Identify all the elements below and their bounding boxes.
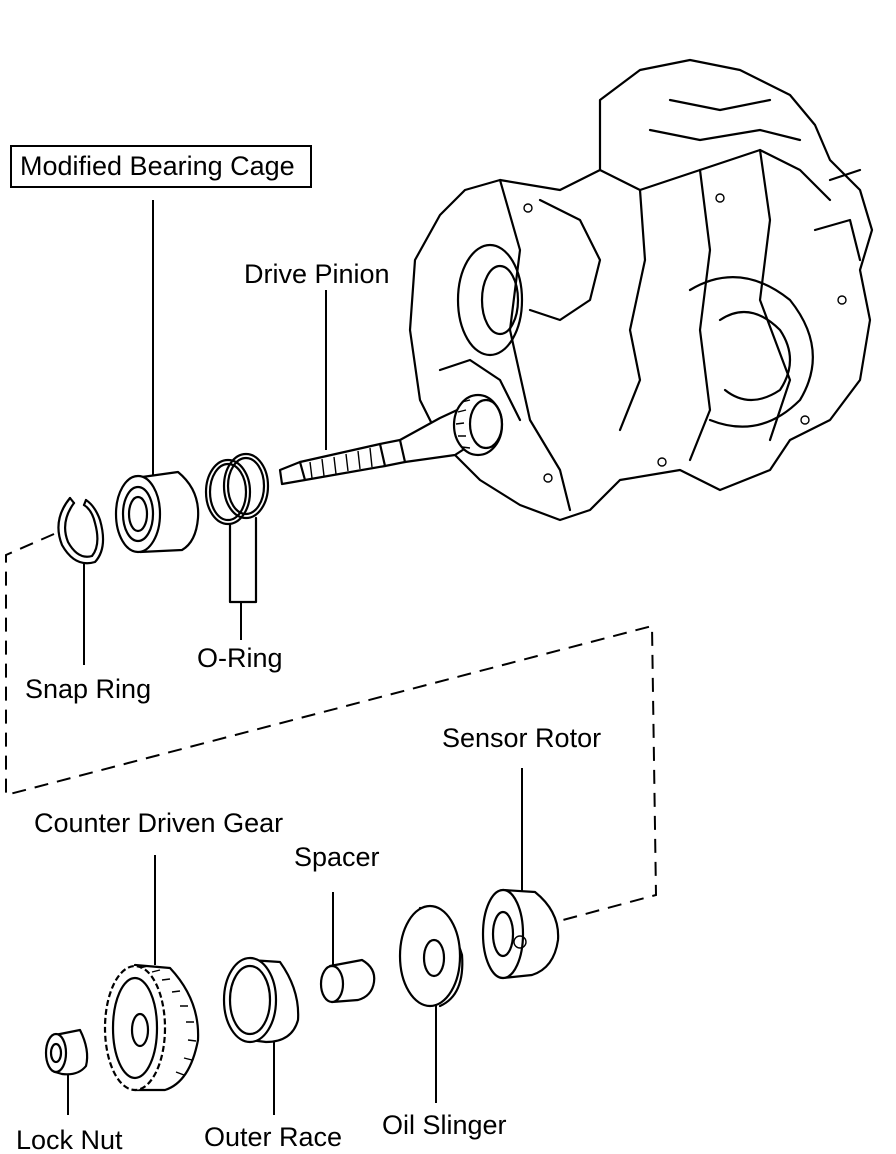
alignment-dashed-outline bbox=[5, 533, 658, 921]
sensor-rotor bbox=[481, 888, 560, 980]
transaxle-housing bbox=[408, 58, 874, 522]
oil-slinger-label: Oil Slinger bbox=[382, 1110, 507, 1140]
outer-race bbox=[222, 956, 300, 1044]
modified-bearing-cage-label: Modified Bearing Cage bbox=[20, 151, 295, 181]
modified-bearing-cage bbox=[114, 470, 200, 554]
snap-ring-label: Snap Ring bbox=[25, 674, 151, 704]
modified-bearing-cage-label-box bbox=[10, 145, 312, 188]
spacer bbox=[319, 958, 376, 1004]
leader-lines bbox=[67, 200, 523, 1115]
sensor-rotor-label: Sensor Rotor bbox=[442, 723, 601, 753]
oil-slinger bbox=[398, 904, 464, 1008]
snap-ring bbox=[57, 496, 105, 565]
drive-pinion-label: Drive Pinion bbox=[244, 259, 390, 289]
lock-nut-label: Lock Nut bbox=[16, 1125, 123, 1154]
lock-nut bbox=[44, 1028, 89, 1076]
o-ring-pair bbox=[204, 452, 270, 604]
o-ring-label: O-Ring bbox=[197, 643, 283, 673]
drive-pinion-shaft bbox=[278, 393, 504, 486]
outer-race-label: Outer Race bbox=[204, 1122, 342, 1152]
counter-driven-gear bbox=[103, 963, 200, 1092]
spacer-label: Spacer bbox=[294, 842, 380, 872]
counter-driven-gear-label: Counter Driven Gear bbox=[34, 808, 283, 838]
